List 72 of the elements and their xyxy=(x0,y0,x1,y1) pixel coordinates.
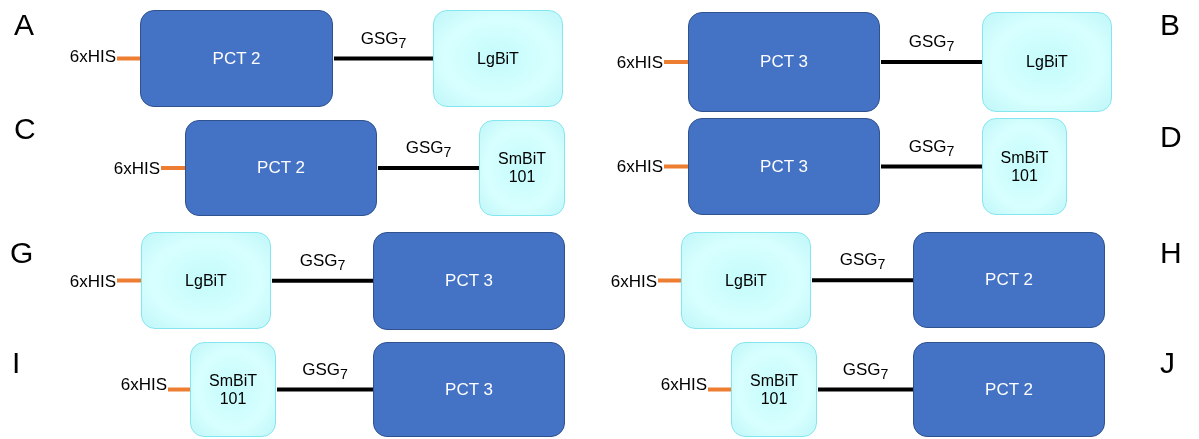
edge-label: GSG$_{7}$ xyxy=(299,250,346,274)
tag-label: 6xHIS xyxy=(660,375,707,395)
protein-name: SmBiT 101 xyxy=(999,148,1050,185)
linker-line xyxy=(272,278,373,283)
tag-linker-line xyxy=(168,387,190,392)
tag-label: 6xHIS xyxy=(69,272,116,292)
panel-letter: A xyxy=(14,8,34,42)
linker-line xyxy=(334,56,433,61)
protein-box xyxy=(688,118,880,215)
protein-box xyxy=(433,10,563,107)
protein-box xyxy=(373,232,565,330)
protein-name: SmBiT 101 xyxy=(497,150,547,186)
protein-box xyxy=(982,12,1112,112)
tag-linker-line xyxy=(664,164,688,169)
protein-name: LgBiT xyxy=(476,49,520,68)
linker-line xyxy=(812,278,913,283)
protein-box xyxy=(688,12,880,112)
tag-linker-line xyxy=(658,278,681,283)
panel-letter: C xyxy=(14,112,36,146)
protein-box xyxy=(373,342,565,437)
edge-label: GSG$_{7}$ xyxy=(302,359,348,382)
protein-name: LgBiT xyxy=(184,271,228,290)
linker-line xyxy=(277,387,373,392)
protein-box xyxy=(913,342,1105,437)
protein-box xyxy=(479,120,565,216)
edge-label: GSG$_{7}$ xyxy=(839,250,886,273)
panel-letter: J xyxy=(1160,346,1175,380)
protein-name: PCT 2 xyxy=(212,48,261,69)
tag-label: 6xHIS xyxy=(616,157,663,177)
protein-box xyxy=(190,342,276,437)
protein-box xyxy=(982,118,1067,215)
protein-name: PCT 3 xyxy=(445,379,493,400)
edge-label: GSG$_{7}$ xyxy=(908,32,955,55)
panel-letter: D xyxy=(1160,120,1182,154)
tag-linker-line xyxy=(708,387,731,392)
protein-box xyxy=(141,232,271,329)
linker-line xyxy=(881,60,982,64)
protein-box xyxy=(913,232,1105,328)
linker-line xyxy=(818,387,913,392)
protein-name: PCT 3 xyxy=(760,52,808,72)
tag-linker-line xyxy=(117,56,140,61)
panel-letter: I xyxy=(12,346,21,380)
protein-box xyxy=(140,10,333,107)
tag-label: 6xHIS xyxy=(610,272,657,292)
edge-label: GSG$_{7}$ xyxy=(908,136,955,159)
protein-name: SmBiT 101 xyxy=(208,371,258,408)
linker-line xyxy=(378,166,479,170)
protein-name: SmBiT 101 xyxy=(749,371,799,408)
tag-label: 6xHIS xyxy=(113,159,160,179)
tag-linker-line xyxy=(161,166,185,170)
protein-name: PCT 3 xyxy=(760,156,808,177)
edge-label: GSG$_{7}$ xyxy=(360,28,407,51)
tag-label: 6xHIS xyxy=(616,53,663,73)
protein-name: PCT 3 xyxy=(445,271,493,291)
tag-label: 6xHIS xyxy=(69,47,116,67)
protein-name: LgBiT xyxy=(724,271,768,290)
edge-label: GSG$_{7}$ xyxy=(405,138,452,161)
protein-name: PCT 2 xyxy=(257,158,305,178)
protein-name: PCT 2 xyxy=(985,379,1033,400)
protein-name: LgBiT xyxy=(1025,53,1069,71)
tag-linker-line xyxy=(664,60,688,64)
protein-box xyxy=(185,120,377,216)
protein-name: PCT 2 xyxy=(985,270,1033,290)
protein-box xyxy=(731,342,817,437)
linker-line xyxy=(881,164,982,169)
panel-letter: B xyxy=(1160,8,1180,42)
tag-label: 6xHIS xyxy=(120,375,167,395)
tag-linker-line xyxy=(117,278,141,283)
panel-letter: H xyxy=(1160,236,1182,270)
edge-label: GSG$_{7}$ xyxy=(842,359,889,382)
panel-letter: G xyxy=(10,236,34,270)
protein-box xyxy=(681,232,811,329)
